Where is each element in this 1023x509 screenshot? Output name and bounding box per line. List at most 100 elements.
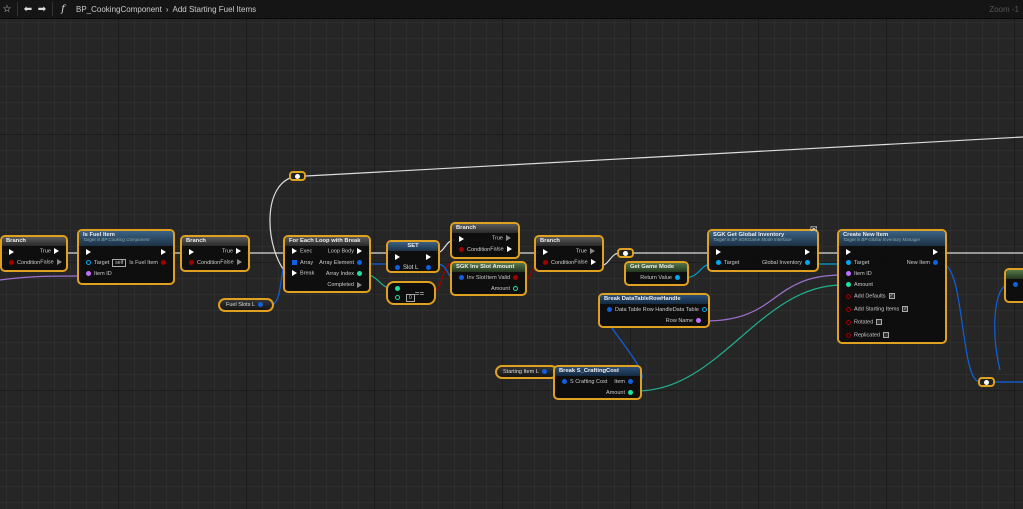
loop-body-pin[interactable] (357, 248, 362, 255)
crafting-cost-pin[interactable] (562, 378, 567, 384)
input-pin[interactable] (1013, 282, 1018, 287)
array-element-pin[interactable] (357, 259, 362, 265)
amount-pin[interactable] (628, 390, 633, 395)
breadcrumb-current[interactable]: Add Starting Fuel Items (172, 4, 257, 14)
equals-node[interactable]: 0== (386, 281, 436, 305)
exec-out-pin[interactable] (161, 248, 166, 255)
forward-arrow-icon[interactable]: ➡ (37, 3, 47, 15)
inv-slot-pin[interactable] (459, 274, 464, 280)
add-defaults-checkbox[interactable]: ✓ (888, 293, 895, 300)
item-id-pin[interactable] (846, 270, 851, 276)
array-pin[interactable] (258, 302, 264, 308)
function-icon: f (61, 3, 65, 15)
pin-label: True (39, 248, 51, 255)
slot-pin[interactable] (395, 264, 400, 270)
target-pin[interactable] (846, 259, 851, 265)
exec-false-pin[interactable] (506, 246, 512, 253)
exec-in-pin[interactable] (189, 248, 194, 255)
struct-pin[interactable] (541, 369, 547, 375)
pin-label: Add Defaults (854, 293, 886, 300)
replicated-checkbox[interactable] (883, 332, 889, 339)
add-starting-items-checkbox[interactable]: ✓ (902, 306, 909, 313)
exec-true-pin[interactable] (236, 248, 241, 255)
exec-false-pin[interactable] (56, 259, 62, 266)
condition-pin[interactable] (459, 246, 464, 252)
item-valid-pin[interactable] (513, 274, 518, 280)
exec-in-pin[interactable] (395, 253, 400, 260)
exec-out-pin[interactable] (933, 248, 938, 255)
pin-label: False (574, 259, 588, 266)
pin-label: Item (614, 378, 625, 385)
exec-in-pin[interactable] (459, 235, 464, 242)
self-value[interactable]: self (112, 258, 127, 267)
exec-in-pin[interactable] (292, 248, 297, 255)
target-pin[interactable] (716, 259, 721, 265)
row-name-pin[interactable] (696, 318, 701, 323)
exec-in-pin[interactable] (86, 248, 91, 255)
b-value-input[interactable]: 0 (406, 293, 415, 302)
return-value-pin[interactable] (675, 275, 680, 280)
rotated-checkbox[interactable] (876, 319, 883, 326)
completed-pin[interactable] (357, 281, 362, 288)
add-starting-items-pin[interactable] (846, 306, 851, 312)
exec-in-pin[interactable] (846, 248, 851, 255)
reroute-node[interactable] (978, 377, 995, 387)
b-pin[interactable] (395, 294, 400, 300)
new-item-pin[interactable] (933, 259, 938, 265)
break-pin[interactable] (292, 270, 297, 277)
reroute-node[interactable] (289, 171, 306, 181)
condition-pin[interactable] (9, 259, 14, 265)
item-pin[interactable] (628, 378, 633, 384)
slot-out-pin[interactable] (426, 265, 431, 270)
global-inventory-pin[interactable] (805, 259, 810, 265)
back-arrow-icon[interactable]: ⬅ (23, 3, 33, 15)
exec-true-pin[interactable] (506, 235, 511, 242)
exec-false-pin[interactable] (236, 259, 242, 266)
add-defaults-pin[interactable] (846, 293, 851, 299)
target-pin[interactable] (86, 259, 91, 265)
set-node[interactable]: SET Slot L (386, 240, 440, 273)
exec-out-pin[interactable] (426, 253, 431, 260)
amount-pin[interactable] (513, 286, 518, 291)
amount-pin[interactable] (846, 281, 851, 287)
array-pin[interactable] (292, 259, 297, 265)
condition-pin[interactable] (543, 259, 548, 265)
offscreen-node[interactable] (1004, 268, 1023, 303)
row-handle-pin[interactable] (607, 306, 612, 312)
exec-true-pin[interactable] (590, 248, 595, 255)
pin-label: Target (854, 259, 870, 266)
item-id-pin[interactable] (86, 270, 91, 276)
get-game-mode-node[interactable]: Get Game Mode Return Value (624, 261, 689, 286)
exec-in-pin[interactable] (543, 248, 548, 255)
pin-label: Completed (327, 281, 354, 288)
exec-in-pin[interactable] (9, 248, 14, 255)
break-datatablerowhandle-node[interactable]: Break DataTableRowHandle Data Table Row … (598, 293, 710, 328)
condition-pin[interactable] (189, 259, 194, 265)
int-wire (636, 284, 843, 392)
reroute-node[interactable] (617, 248, 634, 258)
data-table-pin[interactable] (701, 306, 707, 312)
rotated-pin[interactable] (846, 319, 851, 325)
starting-item-variable-node[interactable]: Starting Item L (495, 365, 558, 379)
star-icon[interactable]: ☆ (2, 3, 12, 15)
fuel-slots-variable-node[interactable]: Fuel Slots L (218, 298, 275, 312)
is-fuel-item-pin[interactable] (161, 259, 166, 265)
breadcrumb-parent[interactable]: BP_CookingComponent (76, 4, 162, 14)
array-index-pin[interactable] (357, 270, 362, 276)
exec-in-pin[interactable] (716, 248, 721, 255)
exec-false-pin[interactable] (590, 259, 596, 266)
a-pin[interactable] (395, 286, 400, 291)
exec-out-pin[interactable] (805, 248, 810, 255)
exec-true-pin[interactable] (54, 248, 59, 255)
replicated-pin[interactable] (846, 332, 851, 338)
